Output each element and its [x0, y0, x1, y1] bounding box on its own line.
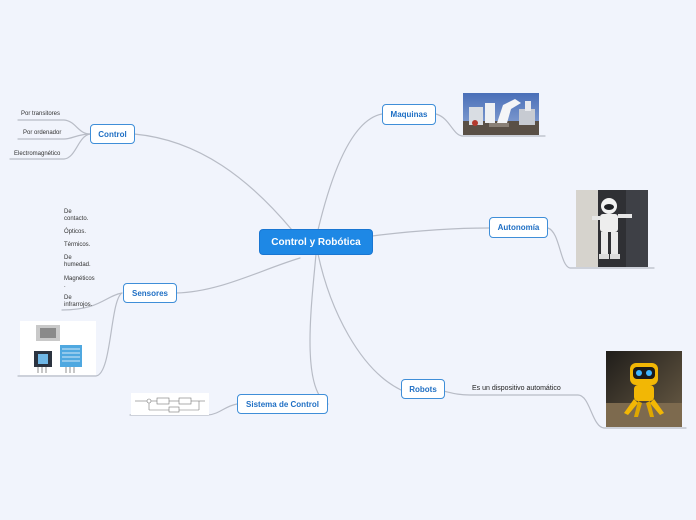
sensor-item-termicos[interactable]: Térmicos.: [64, 242, 90, 249]
control-block-diagram[interactable]: [131, 393, 209, 415]
sensor-item-humedad[interactable]: De humedad.: [64, 255, 91, 269]
topic-control[interactable]: Control: [90, 124, 135, 144]
sensor-item-infrarrojos[interactable]: De infrarrojos.: [64, 295, 92, 309]
yellow-toy-robot-photo[interactable]: [606, 351, 682, 427]
sensor-item-line: De: [64, 255, 72, 261]
sensor-item-line: Térmicos.: [64, 242, 91, 248]
control-item-electromagnetico[interactable]: Electromagnético: [14, 151, 61, 157]
sensor-item-line: De: [64, 295, 72, 301]
industrial-robot-arms-photo[interactable]: [463, 93, 539, 135]
sensor-item-line: Magnéticos: [64, 276, 95, 282]
topic-maquinas[interactable]: Maquinas: [382, 104, 436, 125]
topic-robots[interactable]: Robots: [401, 379, 445, 399]
sensor-item-line: De: [64, 209, 72, 215]
sensor-item-line: infrarrojos.: [64, 302, 93, 308]
sensor-item-line: .: [64, 283, 66, 289]
topic-sensores[interactable]: Sensores: [123, 283, 177, 303]
sensor-item-line: contacto.: [64, 216, 89, 222]
control-item-ordenador[interactable]: Por ordenador: [23, 130, 62, 136]
sensor-item-opticos[interactable]: Ópticos.: [64, 229, 86, 236]
robots-subtopic-label[interactable]: Es un dispositivo automático: [472, 385, 561, 392]
topic-autonomia[interactable]: Autonomía: [489, 217, 548, 238]
topic-sistema-control[interactable]: Sistema de Control: [237, 394, 328, 414]
control-item-transitores[interactable]: Por transitores: [21, 111, 61, 117]
humanoid-robot-photo[interactable]: [576, 190, 648, 267]
sensor-item-line: Ópticos.: [64, 229, 87, 235]
central-topic[interactable]: Control y Robótica: [259, 229, 373, 255]
sensor-item-line: humedad.: [64, 262, 91, 268]
sensor-item-contacto[interactable]: De contacto.: [64, 209, 88, 223]
sensor-item-magneticos[interactable]: Magnéticos .: [64, 276, 95, 290]
sensor-modules-photo[interactable]: [20, 321, 96, 375]
